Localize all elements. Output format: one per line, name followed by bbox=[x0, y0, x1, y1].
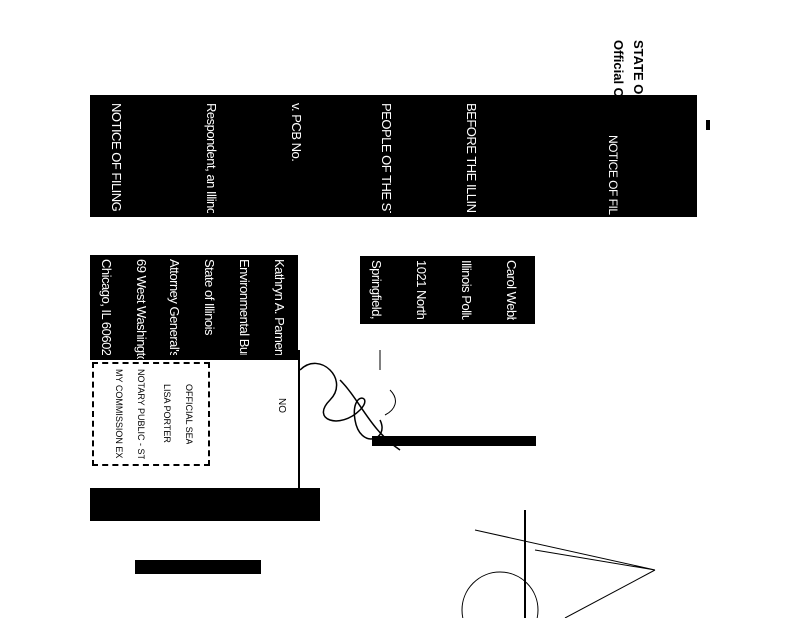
service-line: 1021 North Grand Avenue East bbox=[410, 260, 432, 320]
seal-line: OFFICIAL SEAL bbox=[184, 384, 194, 444]
caption-block: NOTICE OF FILING AND CERTIFICATE OF SERV… bbox=[90, 95, 697, 217]
service-line: Springfield, IL 62794 bbox=[369, 260, 384, 320]
signature-line bbox=[298, 350, 300, 490]
caption-line: NOTICE OF FILING AND CERTIFICATE OF SERV… bbox=[595, 135, 619, 215]
address-line: Kathryn A. Pamenter bbox=[272, 259, 287, 355]
service-line: Illinois Pollution Control Board bbox=[455, 260, 477, 320]
redacted-block bbox=[135, 560, 261, 574]
notary-seal: OFFICIAL SEAL LISA PORTER NOTARY PUBLIC … bbox=[92, 362, 210, 466]
service-list-block: Carol Webb, Hearing Officer Illinois Pol… bbox=[360, 256, 535, 324]
address-line: Attorney General's Office bbox=[167, 259, 182, 355]
signature-label: NO bbox=[276, 398, 287, 413]
redacted-block bbox=[90, 488, 320, 521]
address-line: State of Illinois bbox=[202, 259, 217, 336]
address-line: 69 West Washington Street, Suite 1800 bbox=[130, 259, 152, 359]
caption-line: Respondent, an Illinois corporation bbox=[204, 103, 219, 213]
seal-line: MY COMMISSION EXPIRES bbox=[114, 369, 124, 459]
caption-line: BEFORE THE ILLINOIS POLLUTION CONTROL BO… bbox=[460, 103, 482, 213]
address-line: Environmental Bureau bbox=[237, 259, 252, 355]
caption-line: v. PCB No. bbox=[289, 103, 304, 162]
notary-drawing bbox=[461, 510, 656, 618]
signature bbox=[299, 350, 401, 451]
caption-line: PEOPLE OF THE STATE OF ILLINOIS, Complai… bbox=[375, 103, 397, 213]
address-line: Chicago, IL 60602 bbox=[99, 259, 114, 355]
service-line: Carol Webb, Hearing Officer bbox=[500, 260, 522, 320]
seal-line: LISA PORTER bbox=[162, 384, 172, 443]
caption-line: NOTICE OF FILING bbox=[109, 103, 124, 212]
attorney-address-block: Kathryn A. Pamenter Environmental Bureau… bbox=[90, 255, 298, 360]
redaction-bar bbox=[372, 436, 536, 446]
seal-line: NOTARY PUBLIC - STATE OF ILLINOIS bbox=[136, 369, 146, 459]
mark bbox=[706, 120, 710, 130]
